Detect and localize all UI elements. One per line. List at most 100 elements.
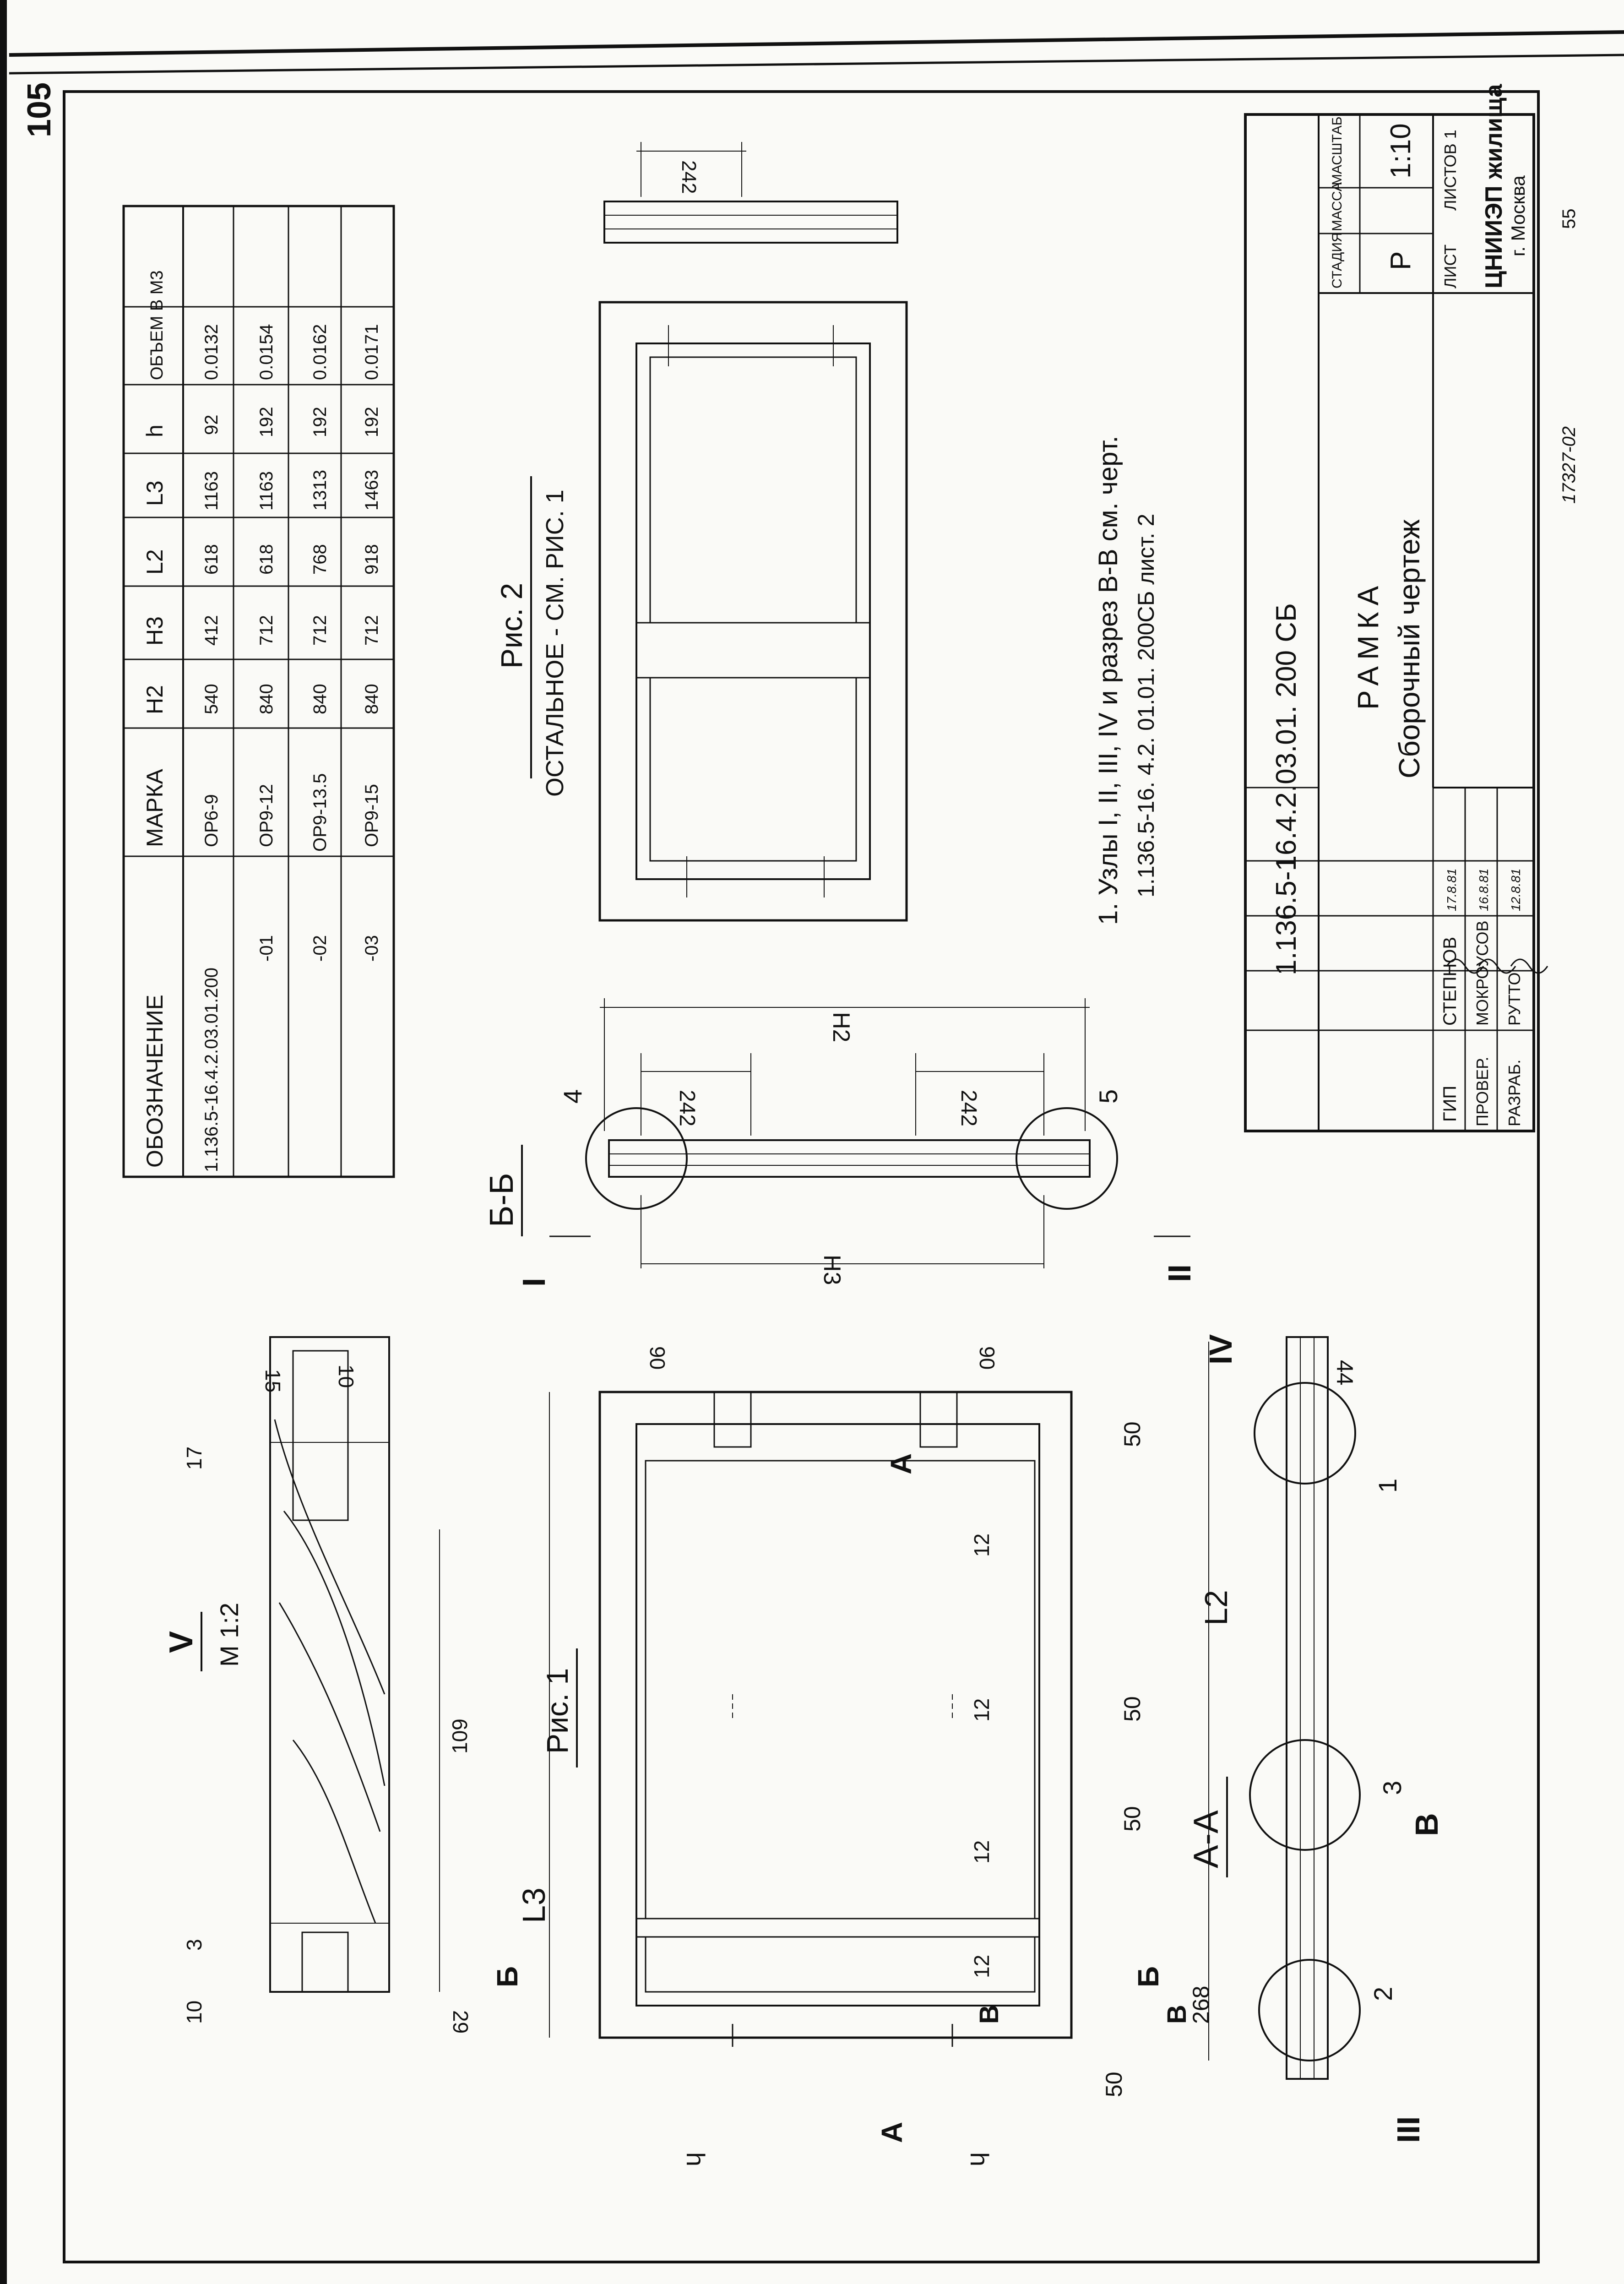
dim-109: 109 xyxy=(448,1718,472,1754)
dim-50-mid-a: 50 xyxy=(1119,1696,1145,1722)
table-cell: 0.0154 xyxy=(256,324,277,380)
table-cell: 918 xyxy=(362,544,382,575)
note-line-2: 1.136.5-16. 4.2. 01.01. 200СБ лист. 2 xyxy=(1133,514,1159,897)
dim-242-bottom: 242 xyxy=(956,1090,981,1126)
role-checked: ПРОВЕР. xyxy=(1473,1057,1492,1126)
archive-number: 17327-02 xyxy=(1559,426,1579,504)
table-cell: 0.0162 xyxy=(310,324,330,380)
dim-H2: H2 xyxy=(828,1012,854,1042)
table-header-l2: L2 xyxy=(142,549,168,575)
section-bb-title: Б-Б xyxy=(483,1173,520,1227)
section-marker-V-inner: В xyxy=(974,2005,1004,2024)
table-cell: 1.136.5-16.4.2.03.01.200 xyxy=(201,968,222,1172)
doc-code: 1.136.5-16.4.2.03.01. 200 СБ xyxy=(1271,603,1302,975)
table-cell: 712 xyxy=(310,615,330,646)
page-number: 105 xyxy=(21,82,58,137)
dim-12-a: 12 xyxy=(970,1534,994,1557)
stage-label: СТАДИЯ xyxy=(1330,232,1345,288)
node-circle-III xyxy=(1258,1959,1361,2061)
dim-h-bottom: h xyxy=(965,2152,994,2166)
node-label-IV: IV xyxy=(1203,1334,1238,1365)
table-header-h3: H3 xyxy=(142,616,168,646)
table-cell: ОР9-13.5 xyxy=(310,773,330,852)
table-cell: 192 xyxy=(256,407,277,437)
dim-50-mid-b: 50 xyxy=(1119,1806,1145,1832)
section-marker-B-top: Б xyxy=(491,1966,524,1987)
node-circle-I xyxy=(585,1107,688,1210)
section-marker-A-bottom: А xyxy=(875,2122,908,2143)
doc-name: РАМКА xyxy=(1352,580,1385,710)
fig2-note: ОСТАЛЬНОЕ - СМ. РИС. 1 xyxy=(541,489,569,797)
date-checked: 16.8.81 xyxy=(1477,869,1491,911)
dim-3: 3 xyxy=(182,1939,206,1951)
detail-v-scale: М 1:2 xyxy=(215,1603,244,1667)
role-gip: ГИП xyxy=(1440,1086,1460,1122)
dim-12-b: 12 xyxy=(970,1698,994,1722)
section-aa-drawing xyxy=(1208,1336,1361,2080)
title-block xyxy=(1244,113,1535,1132)
table-cell: ОР6-9 xyxy=(201,794,222,847)
dim-242: 242 xyxy=(678,160,700,194)
table-cell: 618 xyxy=(256,544,277,575)
sheet-label: ЛИСТ xyxy=(1441,245,1460,288)
sheets-label: ЛИСТОВ 1 xyxy=(1441,130,1460,211)
dim-50-left: 50 xyxy=(1101,2072,1127,2097)
spec-table: ОБОЗНАЧЕНИЕ МАРКА H2 H3 L2 L3 h ОБЪЕМ В … xyxy=(122,205,395,1178)
table-cell: 712 xyxy=(362,615,382,646)
dim-12-c: 12 xyxy=(970,1840,994,1864)
marker-1: 1 xyxy=(1373,1479,1402,1493)
signature-developed xyxy=(1510,958,1548,974)
dim-H3: H3 xyxy=(819,1255,845,1285)
signature-checked xyxy=(1478,958,1516,974)
fig1-title: Рис. 1 xyxy=(540,1668,574,1754)
table-header-l3: L3 xyxy=(142,480,168,506)
mass-label: МАССА xyxy=(1330,182,1345,231)
dim-90-top: 90 xyxy=(646,1346,669,1370)
table-cell: 412 xyxy=(201,615,222,646)
scale-label: МАСШТАБ xyxy=(1330,116,1345,185)
table-header-designation: ОБОЗНАЧЕНИЕ xyxy=(142,995,168,1168)
table-cell: -03 xyxy=(362,935,382,962)
bottom-number: 55 xyxy=(1559,209,1579,229)
table-cell: -01 xyxy=(256,935,277,962)
table-cell: 192 xyxy=(362,407,382,437)
table-cell: 0.0132 xyxy=(201,324,222,380)
dim-90-bottom: 90 xyxy=(975,1346,999,1370)
scale-value: 1:10 xyxy=(1385,123,1417,179)
marker-2: 2 xyxy=(1369,1987,1397,2001)
table-cell: 1163 xyxy=(256,471,277,511)
marker-4: 4 xyxy=(558,1089,587,1104)
table-cell: 1463 xyxy=(362,470,382,511)
doc-subtitle: Сборочный чертеж xyxy=(1393,519,1426,778)
dim-10-left: 10 xyxy=(182,2001,206,2024)
name-gip: СТЕПНОВ xyxy=(1440,937,1460,1026)
detail-v-title: V xyxy=(163,1631,200,1653)
node-label-I: I xyxy=(516,1278,552,1287)
section-marker-B-bottom: Б xyxy=(1132,1966,1165,1987)
table-cell: 840 xyxy=(310,684,330,714)
node-label-III: III xyxy=(1390,2116,1426,2143)
note-line-1: 1. Узлы I, II, III, IV и разрез В-В см. … xyxy=(1093,436,1123,925)
stage-value: Р xyxy=(1385,251,1417,270)
table-cell: 1313 xyxy=(310,470,330,511)
signature-gip xyxy=(1446,958,1484,974)
name-developed: РУТТО xyxy=(1505,973,1524,1026)
section-marker-V-outer: В xyxy=(1162,2005,1192,2024)
org-city: г. Москва xyxy=(1507,175,1529,256)
dim-L2: L2 xyxy=(1198,1590,1234,1626)
date-developed: 12.8.81 xyxy=(1509,869,1523,911)
dim-12-d: 12 xyxy=(970,1955,994,1978)
table-cell: -02 xyxy=(310,935,330,962)
date-gip: 17.8.81 xyxy=(1445,869,1459,911)
table-cell: 618 xyxy=(201,544,222,575)
table-header-h2: H2 xyxy=(142,685,168,714)
table-header-volume: ОБЪЕМ В М3 xyxy=(147,270,167,380)
marker-3: 3 xyxy=(1378,1781,1407,1795)
dim-29: 29 xyxy=(449,2010,473,2034)
dim-268: 268 xyxy=(1188,1986,1214,2024)
table-cell: 1163 xyxy=(201,471,222,511)
dim-10-right: 10 xyxy=(334,1365,358,1388)
table-cell: 840 xyxy=(362,684,382,714)
role-developed: РАЗРАБ. xyxy=(1505,1060,1524,1126)
